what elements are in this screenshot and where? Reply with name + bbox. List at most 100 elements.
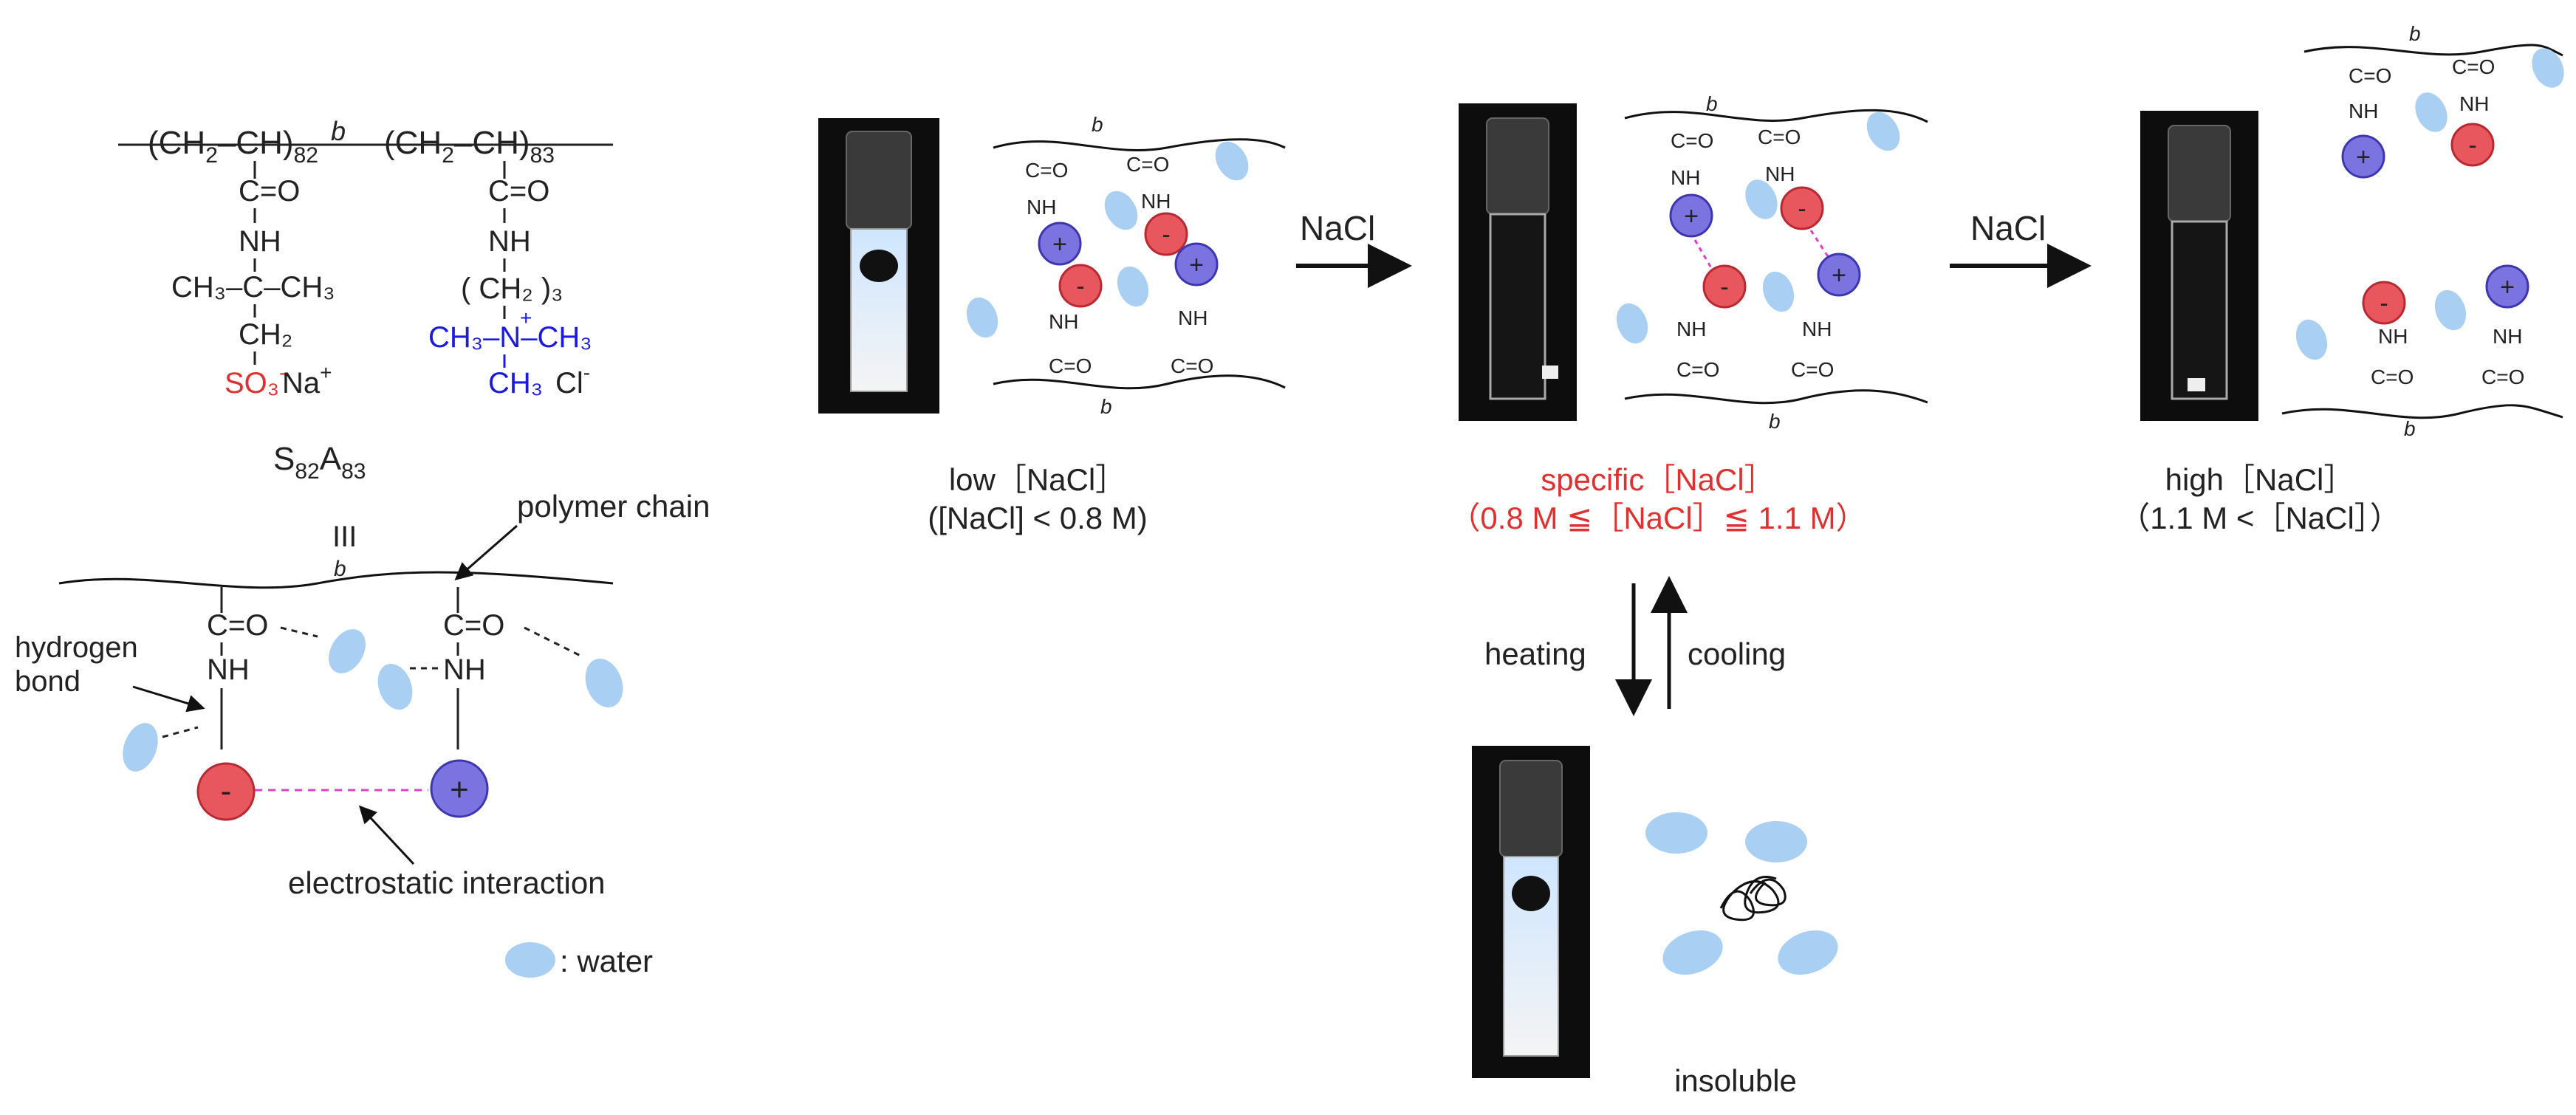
trimethylammonium: CH₃–N–CH₃ (428, 321, 592, 354)
chain2-text: (CH2–CH)83 (384, 125, 555, 168)
svg-text:b: b (2409, 22, 2421, 45)
label-high-line2: （1.1 M <［NaCl］） (2119, 501, 2401, 535)
svg-text:+: + (2500, 273, 2515, 301)
svg-text:b: b (1092, 113, 1103, 136)
legend-schematic: b polymer chain C=O NH C=O NH hydrogen b… (15, 489, 710, 978)
label-heating: heating (1484, 637, 1586, 671)
vial-photo-specific (1459, 103, 1577, 421)
label-bond: bond (15, 665, 80, 698)
cation-plus-sign: + (450, 772, 469, 808)
svg-text:+: + (1684, 202, 1699, 230)
label-polymer-chain: polymer chain (517, 489, 710, 524)
vial-photo-low (818, 118, 939, 414)
vial-photo-heated (1472, 746, 1590, 1078)
schematic-high: b C=O NH C=O NH + - b C=O NH C=O NH - + (2281, 22, 2564, 440)
svg-text:C=O: C=O (2481, 366, 2524, 388)
sodium-counterion: Na+ (282, 361, 332, 399)
svg-text:C=O: C=O (2371, 366, 2414, 388)
equivalence-symbol: III (332, 521, 357, 553)
svg-text:-: - (2468, 131, 2476, 159)
anion-legend: - (196, 762, 256, 821)
legend-carbonyl-1: C=O (207, 609, 268, 642)
label-cooling: cooling (1688, 637, 1786, 671)
polymer-chain-curve (58, 571, 614, 589)
legend-carbonyl-2: C=O (443, 609, 504, 642)
svg-text:NH: NH (1141, 190, 1171, 213)
schematic-low: b b C=O NH C=O NH C=O NH C=O NH + - - + (966, 113, 1286, 418)
anion: - (2450, 123, 2495, 167)
copolymer-name: S82A83 (273, 441, 366, 484)
carbonyl-left: C=O (239, 175, 300, 207)
ammonium-charge: + (520, 306, 532, 329)
svg-text:+: + (1189, 251, 1204, 279)
cation: + (1669, 193, 1713, 238)
cation-legend: + (430, 759, 489, 818)
svg-text:b: b (1769, 410, 1781, 433)
svg-text:C=O: C=O (2349, 64, 2391, 87)
water-droplet (377, 664, 413, 710)
svg-text:b: b (2404, 417, 2416, 440)
methyl-bottom: CH₃ (488, 367, 543, 399)
svg-text:NH: NH (2459, 92, 2489, 115)
water-droplet (329, 629, 366, 673)
label-hydrogen: hydrogen (15, 631, 138, 664)
svg-text:C=O: C=O (1126, 153, 1169, 176)
svg-text:b: b (1100, 395, 1112, 418)
svg-text:NH: NH (2349, 100, 2378, 123)
svg-text:NH: NH (1671, 166, 1700, 189)
svg-text:+: + (1832, 261, 1846, 289)
aggregate-coil (1719, 876, 1780, 922)
svg-text:-: - (1798, 195, 1806, 223)
svg-text:C=O: C=O (1025, 159, 1068, 182)
svg-text:NH: NH (1676, 318, 1706, 340)
cation: + (2341, 134, 2385, 179)
chain1-text: (CH2–CH)82 (148, 125, 318, 168)
label-low-line2: ([NaCl] < 0.8 M) (928, 501, 1148, 535)
label-specific-line2: （0.8 M ≦［NaCl］≦ 1.1 M） (1449, 501, 1866, 535)
svg-text:NH: NH (2493, 325, 2522, 348)
legend-nh-1: NH (207, 653, 250, 686)
anion: - (2362, 281, 2406, 325)
anion-minus-sign: - (221, 773, 232, 809)
cation: + (1174, 242, 1219, 287)
svg-text:-: - (2380, 289, 2388, 318)
svg-text:-: - (1076, 272, 1084, 301)
propyl-linker: ( CH₂ )₃ (461, 272, 563, 305)
svg-text:C=O: C=O (1171, 354, 1213, 377)
svg-text:-: - (1720, 273, 1728, 301)
svg-text:C=O: C=O (1676, 358, 1719, 381)
svg-text:+: + (1052, 230, 1067, 258)
cation: + (1817, 253, 1861, 297)
water-legend-icon (505, 942, 555, 978)
schematic-insoluble (1645, 812, 1838, 975)
svg-text:C=O: C=O (1758, 126, 1801, 148)
sulfonate: SO₃- (225, 361, 286, 399)
svg-text:C=O: C=O (1791, 358, 1834, 381)
label-water: : water (560, 944, 653, 978)
svg-text:C=O: C=O (1671, 129, 1713, 152)
water-droplet (123, 723, 158, 772)
water-droplet (585, 659, 623, 707)
block-b-legend: b (334, 557, 346, 581)
label-specific-line1: specific［NaCl］ (1541, 462, 1775, 497)
chloride-counterion: Cl- (555, 361, 590, 399)
svg-text:b: b (1706, 92, 1718, 115)
svg-text:+: + (2356, 143, 2371, 171)
copolymer-structure: (CH2–CH)82 b (CH2–CH)83 C=O NH CH₃–C–CH₃… (118, 116, 613, 553)
label-nacl-1: NaCl (1300, 209, 1375, 247)
amide-nh-left: NH (239, 225, 281, 258)
label-low-line1: low［NaCl］ (949, 462, 1126, 497)
svg-text:NH: NH (2378, 325, 2408, 348)
block-b-label: b (331, 116, 346, 146)
anion: - (1702, 264, 1747, 309)
svg-text:C=O: C=O (1049, 354, 1092, 377)
label-electrostatic: electrostatic interaction (288, 865, 606, 900)
svg-text:-: - (1162, 221, 1170, 249)
svg-text:NH: NH (1027, 196, 1056, 219)
label-high-line1: high［NaCl］ (2165, 462, 2355, 497)
amide-nh-right: NH (488, 225, 531, 258)
anion: - (1058, 264, 1103, 308)
vial-photo-high (2140, 111, 2258, 421)
schematic-specific: b b C=O NH C=O NH C=O NH C=O NH + - - + (1616, 92, 1928, 433)
cation: + (1038, 222, 1082, 266)
